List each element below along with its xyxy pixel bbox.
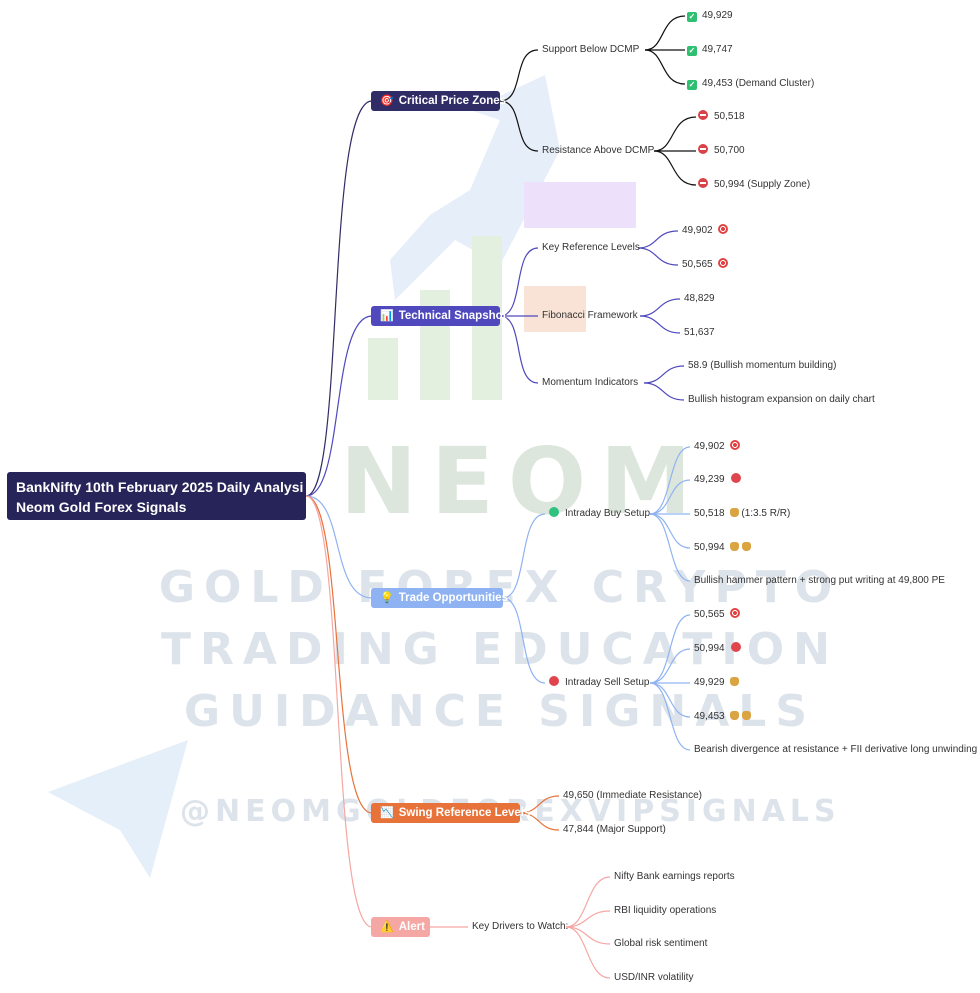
money-bag-icon [729,542,739,551]
money-bag-icon [729,711,739,720]
target-icon [717,258,728,268]
watermark-line: GUIDANCE SIGNALS [183,686,817,737]
money-bag-icon [741,711,751,720]
swing-level[interactable]: 49,650 (Immediate Resistance) [563,790,702,801]
support-level[interactable]: ✓49,453 (Demand Cluster) [687,78,815,90]
money-bag-icon [729,508,739,517]
watermark-bar [524,286,586,332]
checkmark-icon: ✓ [687,80,697,90]
branch-alert[interactable]: ⚠️ Alert [371,917,430,937]
connector-resistance [499,100,539,152]
money-bag-icon [729,677,739,686]
watermark-bar [368,338,398,400]
connector-swing [305,495,373,814]
fibonacci-level[interactable]: 51,637 [684,327,715,338]
checkmark-icon: ✓ [687,12,697,22]
node-resistance-above-dcmp[interactable]: Resistance Above DCMP [542,145,655,156]
branch-label: Critical Price Zones [398,95,507,107]
node-intraday-buy-setup[interactable]: Intraday Buy Setup [549,507,650,521]
momentum-item[interactable]: 58.9 (Bullish momentum building) [688,360,837,371]
trend-chart-icon: 📉 [380,807,394,819]
branch-label: Swing Reference Levels [398,807,531,819]
target-icon [729,440,740,450]
root-title-line1: BankNifty 10th February 2025 Daily Analy… [16,479,304,495]
sell-rationale[interactable]: Bearish divergence at resistance + FII d… [694,744,978,755]
target-icon [717,224,728,234]
branch-technical-snapshot[interactable]: 📊 Technical Snapshot [371,306,506,326]
branch-critical-price-zones[interactable]: 🎯 Critical Price Zones [371,91,506,111]
fibonacci-level[interactable]: 48,829 [684,293,715,304]
node-support-below-dcmp[interactable]: Support Below DCMP [542,44,640,55]
node-intraday-sell-setup[interactable]: Intraday Sell Setup [549,676,650,690]
bar-chart-icon: 📊 [380,310,394,322]
driver-item[interactable]: RBI liquidity operations [614,905,717,916]
red-circle-icon [730,642,741,652]
node-key-drivers[interactable]: Key Drivers to Watch: [472,921,569,932]
key-level[interactable]: 49,902 [682,224,728,238]
connector-trade [305,495,373,599]
connector-critical [305,100,373,497]
sell-entry[interactable]: 50,565 [694,608,740,622]
driver-item[interactable]: Global risk sentiment [614,938,708,949]
sell-target-1[interactable]: 49,929 [694,676,739,690]
buy-target-1[interactable]: 50,518 (1:3.5 R/R) [694,508,791,519]
red-circle-icon [549,676,559,686]
root-node[interactable]: BankNifty 10th February 2025 Daily Analy… [7,472,306,520]
red-circle-icon [730,473,741,483]
lightbulb-icon: 💡 [380,592,394,604]
target-icon [729,608,740,618]
no-entry-icon [698,110,708,120]
root-title-line2: Neom Gold Forex Signals [16,499,187,515]
node-key-reference-levels[interactable]: Key Reference Levels [542,242,640,253]
money-bag-icon [741,542,751,551]
node-momentum-indicators[interactable]: Momentum Indicators [542,377,639,388]
green-circle-icon [549,507,559,517]
warning-icon: ⚠️ [380,921,394,933]
support-level[interactable]: ✓49,747 [687,44,733,56]
branch-swing-reference-levels[interactable]: 📉 Swing Reference Levels [371,803,530,823]
no-entry-icon [698,178,708,188]
branch-label: Alert [398,921,425,933]
key-level[interactable]: 50,565 [682,258,728,272]
sell-stop-loss[interactable]: 50,994 [694,642,741,656]
support-level[interactable]: ✓49,929 [687,10,733,22]
checkmark-icon: ✓ [687,46,697,56]
watermark-brand: NEOM [340,428,706,535]
watermark-telegram-icon [48,740,188,878]
resistance-level[interactable]: 50,518 [698,110,745,124]
branch-label: Trade Opportunities [398,592,508,604]
buy-stop-loss[interactable]: 49,239 [694,473,741,487]
resistance-level[interactable]: 50,700 [698,144,745,158]
swing-level[interactable]: 47,844 (Major Support) [563,824,666,835]
target-icon: 🎯 [380,95,394,107]
buy-entry[interactable]: 49,902 [694,440,740,454]
branch-trade-opportunities[interactable]: 💡 Trade Opportunities [371,588,508,608]
branch-label: Technical Snapshot [398,310,507,322]
resistance-level[interactable]: 50,994 (Supply Zone) [698,178,810,192]
buy-rationale[interactable]: Bullish hammer pattern + strong put writ… [694,575,945,586]
connector-support [499,49,539,102]
node-fibonacci-framework[interactable]: Fibonacci Framework [542,310,638,321]
no-entry-icon [698,144,708,154]
watermark-arrow [390,75,560,300]
connector-technical [305,315,373,497]
connector-alert [305,495,373,928]
driver-item[interactable]: USD/INR volatility [614,972,694,983]
momentum-item[interactable]: Bullish histogram expansion on daily cha… [688,394,875,405]
watermark-line: TRADING EDUCATION [161,624,839,675]
buy-target-2[interactable]: 50,994 [694,541,751,555]
sell-target-2[interactable]: 49,453 [694,710,751,724]
driver-item[interactable]: Nifty Bank earnings reports [614,871,735,882]
watermark-bar [524,182,636,228]
